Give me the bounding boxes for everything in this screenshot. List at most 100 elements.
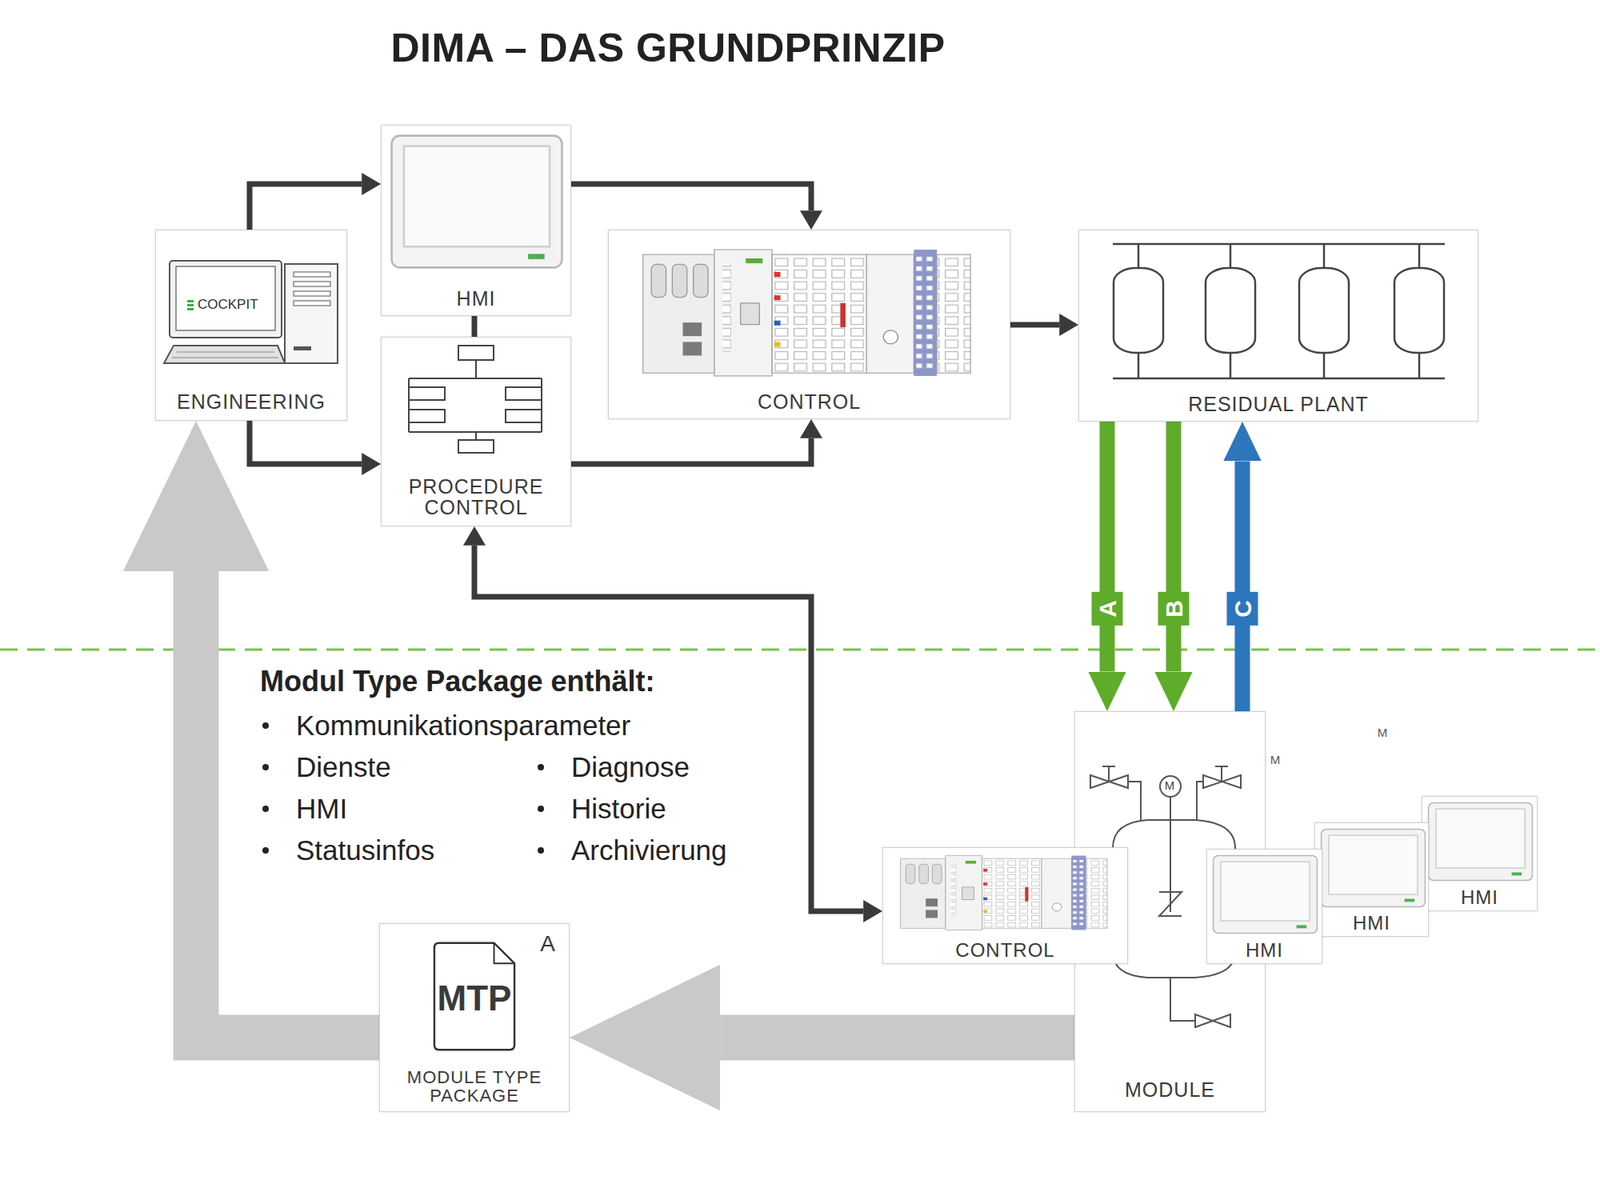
icon-label: MTP (437, 980, 512, 1017)
drawing-line (1229, 352, 1232, 379)
drawing-circle (262, 805, 269, 812)
drawing-circle (537, 805, 544, 812)
drawing-path (1159, 892, 1182, 916)
drawing-rect (169, 260, 282, 338)
drawing-line (1323, 352, 1326, 379)
drawing-rect (408, 409, 445, 423)
box-label: HMI (456, 288, 496, 309)
drawing-use (1213, 856, 1318, 934)
drawing-rect (1299, 268, 1349, 353)
signal-connector (571, 438, 812, 464)
box-label: MODULE (1124, 1079, 1216, 1100)
drawing-use (392, 136, 563, 268)
drawing-rect (293, 346, 312, 351)
drawing-line (408, 377, 542, 380)
box-label: ODULE (1379, 1026, 1452, 1048)
drawing-line (1108, 766, 1110, 782)
drawing-path (1128, 781, 1141, 821)
control-box: CONTROL (608, 229, 1011, 420)
procedure-tree-illustration (381, 337, 572, 474)
control-box: CONTROL (882, 847, 1128, 964)
flow-arrow (196, 571, 380, 1038)
arrow-letter: A (1092, 592, 1124, 626)
box-label: RESIDUAL PLANT (1188, 393, 1369, 415)
diagram-title: DIMA – DAS GRUNDPRINZIP (390, 24, 945, 72)
list-heading: Modul Type Package enthält: (260, 665, 655, 698)
drawing-circle (1160, 776, 1181, 797)
drawing-line (172, 357, 279, 359)
motor-symbol-letter: M (1270, 753, 1281, 768)
flow-arrow (720, 1015, 1075, 1061)
drawing-rect (293, 272, 331, 277)
drawing-path (1195, 1014, 1231, 1028)
signal-connector (249, 420, 362, 464)
drawing-rect (293, 291, 331, 296)
hmi-box: HMI (1421, 796, 1538, 912)
drawing-line (1112, 243, 1445, 246)
motor-symbol-letter: M (1377, 726, 1388, 740)
drawing-g (408, 345, 542, 453)
drawing-line (1169, 796, 1172, 912)
list-item: Statusinfos (296, 835, 435, 867)
arrow-letter: C (1227, 592, 1259, 626)
list-item: Diagnose (571, 752, 690, 784)
box-label: B (584, 904, 600, 928)
drawing-line (1229, 244, 1232, 268)
drawing-rect (505, 387, 542, 400)
plc-illustration (640, 244, 977, 381)
signal-connector (571, 184, 812, 211)
screen-text: COCKPIT (197, 297, 259, 313)
box-label: ENGINEERING (176, 391, 326, 412)
list-item: Historie (571, 793, 667, 825)
drawing-line (176, 352, 275, 353)
media-arrow (1100, 421, 1116, 672)
box-label: C (629, 879, 647, 903)
panel-illustration (1212, 854, 1319, 935)
drawing-line (1102, 765, 1116, 768)
drawing-rect (293, 300, 331, 306)
drawing-rect (1205, 268, 1256, 353)
drawing-rect (408, 387, 445, 400)
divider-line (0, 648, 1600, 652)
drawing-circle (262, 847, 269, 854)
drawing-line (1112, 377, 1445, 380)
drawing-line (1323, 244, 1326, 268)
drawing-rect (284, 264, 338, 364)
drawing-line (475, 432, 477, 440)
hmi-box: HMI (380, 124, 572, 316)
drawing-path (1170, 977, 1196, 1021)
drawing-line (1137, 244, 1140, 268)
drawing-use (900, 856, 1108, 931)
drawing-line (1418, 352, 1421, 379)
box-label: HMI (1460, 887, 1499, 908)
box-label: A (540, 932, 556, 956)
motor-symbol-letter: M (1164, 779, 1176, 793)
engineering-box: ENGINEERING (155, 229, 348, 421)
bullets (262, 722, 544, 854)
drawing-rect (293, 281, 331, 287)
list-item: HMI (296, 793, 348, 825)
drawing-circle (262, 764, 269, 771)
drawing-rect (458, 440, 494, 453)
media-arrow (1235, 460, 1251, 712)
procedure-control-box: PROCEDURE CONTROL (380, 336, 572, 527)
drawing-path (164, 345, 285, 364)
signal-connector (1010, 322, 1060, 328)
box-label: DULE (1270, 1050, 1328, 1072)
drawing-use (1428, 803, 1533, 881)
box-label: PROCEDURE CONTROL (392, 476, 560, 519)
drawing-circle (537, 764, 544, 771)
package-label: MODULE TYPE PACKAGE (394, 1068, 555, 1105)
drawing-line (1220, 766, 1223, 782)
drawing-use (1321, 829, 1426, 908)
drawing-rect (176, 266, 276, 331)
drawing-rect (458, 345, 494, 360)
box-label: HMI (1352, 912, 1391, 933)
list-item: Kommunikationsparameter (296, 710, 631, 742)
drawing-line (1215, 765, 1228, 768)
hmi-box: HMI (1206, 848, 1323, 964)
drawing-rect (1113, 268, 1164, 353)
drawing-circle (537, 847, 544, 854)
